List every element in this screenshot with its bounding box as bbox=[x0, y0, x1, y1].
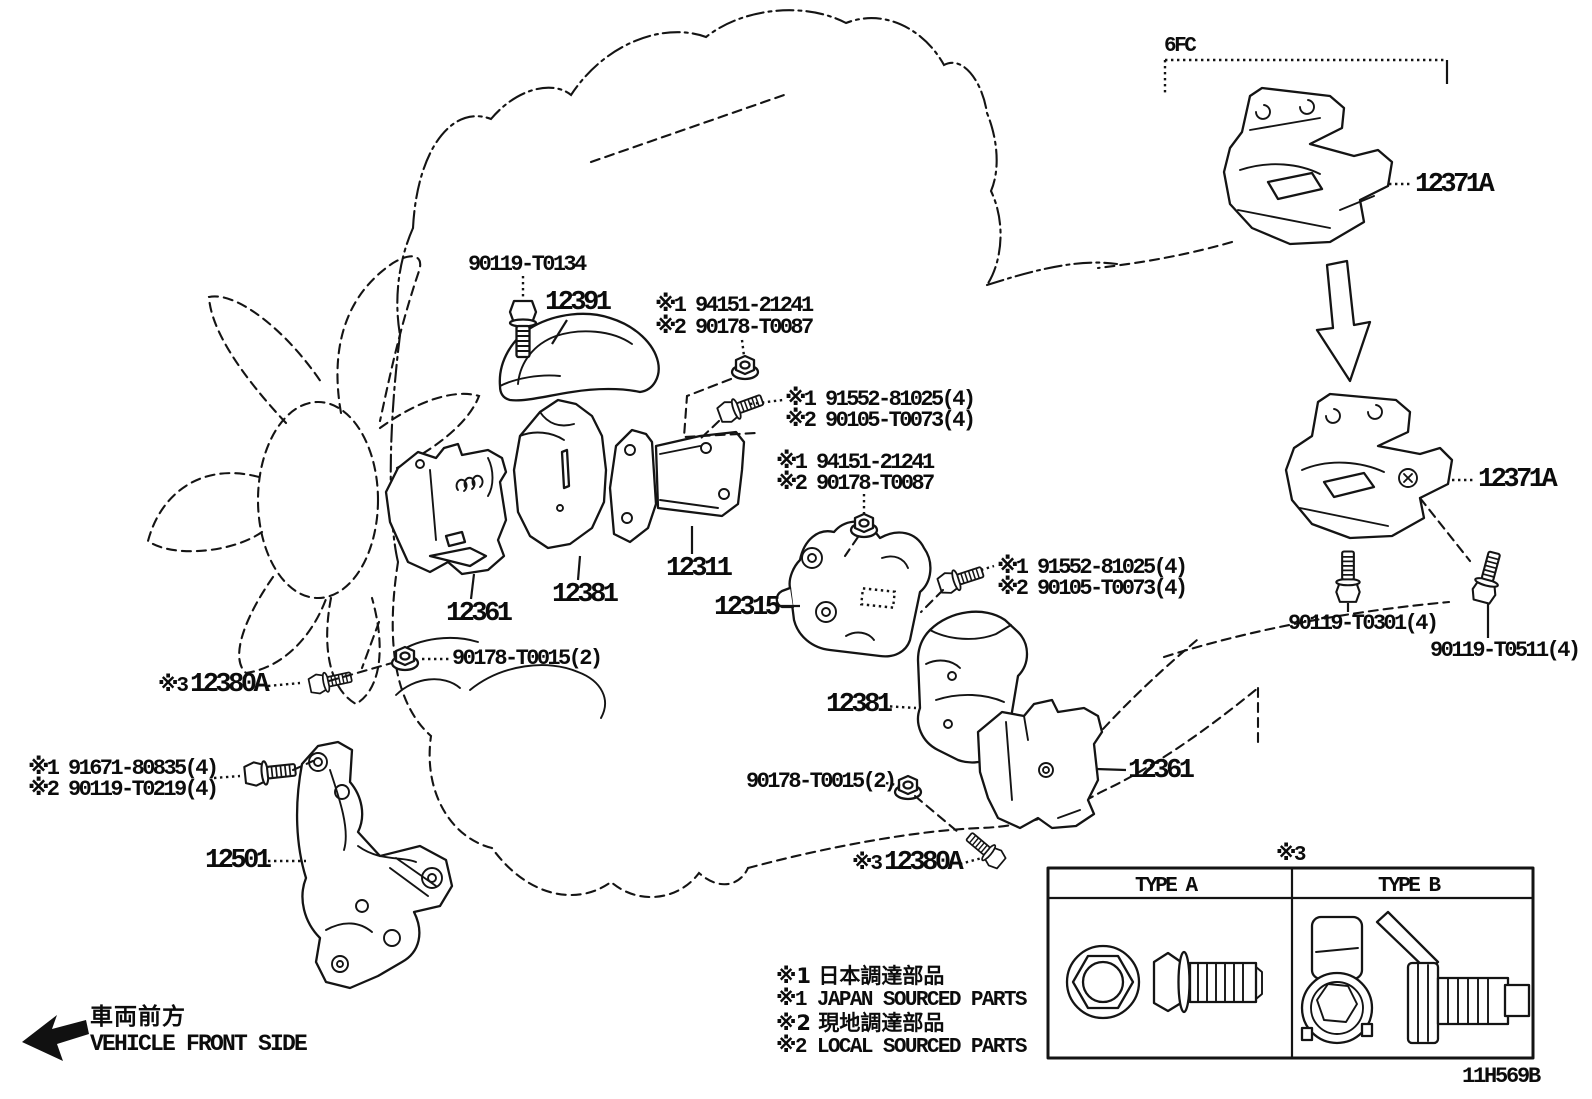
callout-12391: 12391 bbox=[545, 288, 612, 318]
callout-bolt-mid-2: ※2 90105-T0073(4) bbox=[997, 576, 1188, 601]
note3-prefix-left: ※3 bbox=[158, 675, 189, 698]
callout-12371a-lower: 12371A bbox=[1478, 465, 1558, 495]
callout-12315: 12315 bbox=[714, 593, 781, 623]
callout-washer-mid-2: ※2 90178-T0087 bbox=[776, 471, 935, 496]
callout-12380a-left: ※3 12380A bbox=[158, 670, 270, 700]
callout-bolt-top-1: ※1 91552-81025(4) bbox=[785, 387, 976, 412]
part-12315-drawing bbox=[775, 520, 932, 658]
drawing-code: 11H569B bbox=[1462, 1064, 1541, 1089]
callout-90119-t0511: 90119-T0511(4) bbox=[1430, 638, 1581, 663]
front-direction-arrow bbox=[22, 1015, 89, 1061]
type-b-bolt-drawing bbox=[1300, 910, 1531, 1045]
legend-en2: ※2 LOCAL SOURCED PARTS bbox=[776, 1036, 1027, 1059]
type-table-frame bbox=[1046, 866, 1535, 1060]
callout-91671-2: ※2 90119-T0219(4) bbox=[28, 777, 219, 802]
callout-12380a-right: ※3 12380A bbox=[852, 848, 964, 878]
table-header-type-a: TYPE A bbox=[1135, 875, 1198, 898]
callout-90119-t0301: 90119-T0301(4) bbox=[1288, 611, 1439, 636]
callout-12311: 12311 bbox=[666, 554, 733, 584]
engine-group-label: 6FC bbox=[1164, 35, 1197, 58]
callout-90178-t0015-left: 90178-T0015(2) bbox=[452, 646, 603, 671]
part-number-12380a-right: 12380A bbox=[884, 848, 964, 878]
callout-12361-left: 12361 bbox=[446, 599, 513, 629]
callout-90119-t0134: 90119-T0134 bbox=[468, 252, 587, 277]
callout-91671-1: ※1 91671-80835(4) bbox=[28, 756, 219, 781]
legend-jp2: ※2 現地調達部品 bbox=[776, 1011, 945, 1035]
note3-prefix-right: ※3 bbox=[852, 853, 883, 876]
part-12361-left-drawing bbox=[384, 442, 508, 576]
alignment-dashes bbox=[291, 377, 1472, 834]
front-direction-en: VEHICLE FRONT SIDE bbox=[90, 1031, 308, 1057]
callout-bolt-top-2: ※2 90105-T0073(4) bbox=[785, 408, 976, 433]
fan bbox=[146, 255, 481, 706]
legend-jp1: ※1 日本調達部品 bbox=[776, 964, 945, 988]
part-12501-drawing bbox=[295, 740, 454, 990]
callout-12361-right: 12361 bbox=[1128, 756, 1195, 786]
part-12311-drawing bbox=[608, 428, 746, 544]
table-note3: ※3 bbox=[1276, 844, 1307, 867]
callout-12381-left: 12381 bbox=[552, 580, 619, 610]
part-12371a-upper-drawing bbox=[1222, 86, 1394, 246]
callout-washer-top-1: ※1 94151-21241 bbox=[655, 293, 814, 318]
transfer-arrow bbox=[1315, 259, 1372, 383]
callout-12381-right: 12381 bbox=[826, 690, 893, 720]
table-header-type-b: TYPE B bbox=[1378, 875, 1441, 898]
type-a-bolt-drawing bbox=[1065, 944, 1263, 1020]
part-number-12380a-left: 12380A bbox=[190, 670, 270, 700]
legend-en1: ※1 JAPAN SOURCED PARTS bbox=[776, 989, 1027, 1012]
front-direction-jp: 車両前方 bbox=[90, 1004, 186, 1030]
callout-90178-t0015-right: 90178-T0015(2) bbox=[746, 769, 897, 794]
6fc-bracket-line bbox=[1163, 58, 1449, 95]
callout-washer-mid-1: ※1 94151-21241 bbox=[776, 450, 935, 475]
callout-12371a-upper: 12371A bbox=[1415, 170, 1495, 200]
leader-lines bbox=[213, 182, 1490, 866]
part-12361-right-drawing bbox=[976, 698, 1104, 830]
part-12371a-lower-drawing bbox=[1284, 392, 1454, 540]
callout-12501: 12501 bbox=[205, 846, 272, 876]
part-12381-left-drawing bbox=[512, 398, 608, 550]
callout-washer-top-2: ※2 90178-T0087 bbox=[655, 315, 814, 340]
callout-bolt-mid-1: ※1 91552-81025(4) bbox=[997, 555, 1188, 580]
